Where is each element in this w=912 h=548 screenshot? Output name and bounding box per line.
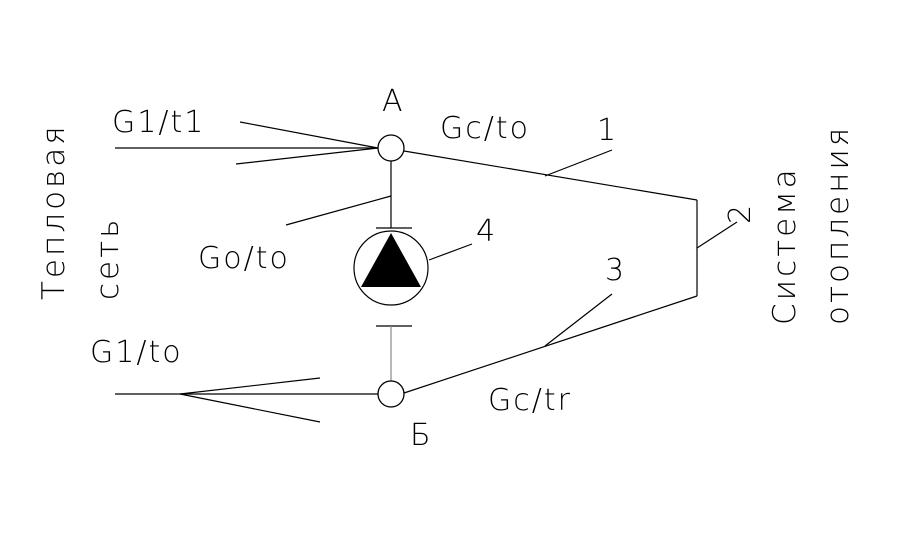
node-b bbox=[377, 380, 405, 408]
supply-pipe bbox=[403, 150, 698, 201]
pump-triangle-icon bbox=[361, 233, 421, 287]
node-a-label: A bbox=[382, 84, 405, 119]
left-caption-line2: сеть bbox=[90, 217, 126, 300]
label-1: 1 bbox=[597, 113, 618, 148]
label-3: 3 bbox=[605, 253, 626, 288]
leader-2 bbox=[696, 221, 738, 249]
right-caption-line1: Система bbox=[767, 166, 803, 325]
label-4: 4 bbox=[476, 214, 497, 249]
node-a bbox=[377, 134, 405, 162]
supply-in-label: G1/t1 bbox=[112, 105, 205, 140]
supply-to-system-label: Gc/to bbox=[440, 111, 530, 146]
pump-icon bbox=[353, 230, 429, 306]
leader-1 bbox=[544, 149, 613, 177]
return-out-label: G1/to bbox=[90, 335, 183, 370]
label-2: 2 bbox=[723, 203, 758, 224]
return-pipe bbox=[403, 295, 698, 394]
supply-input-arrow bbox=[115, 121, 379, 165]
leader-4 bbox=[428, 243, 473, 261]
bypass-label: Go/to bbox=[198, 241, 290, 276]
leader-bypass bbox=[285, 195, 392, 226]
leader-3 bbox=[544, 293, 613, 347]
node-b-label: Б bbox=[410, 418, 433, 453]
return-from-system-label: Gc/tr bbox=[488, 383, 572, 418]
right-caption-line2: отопления bbox=[820, 125, 856, 325]
left-caption-line1: Тепловая bbox=[36, 123, 72, 300]
return-output-arrow bbox=[115, 377, 378, 423]
